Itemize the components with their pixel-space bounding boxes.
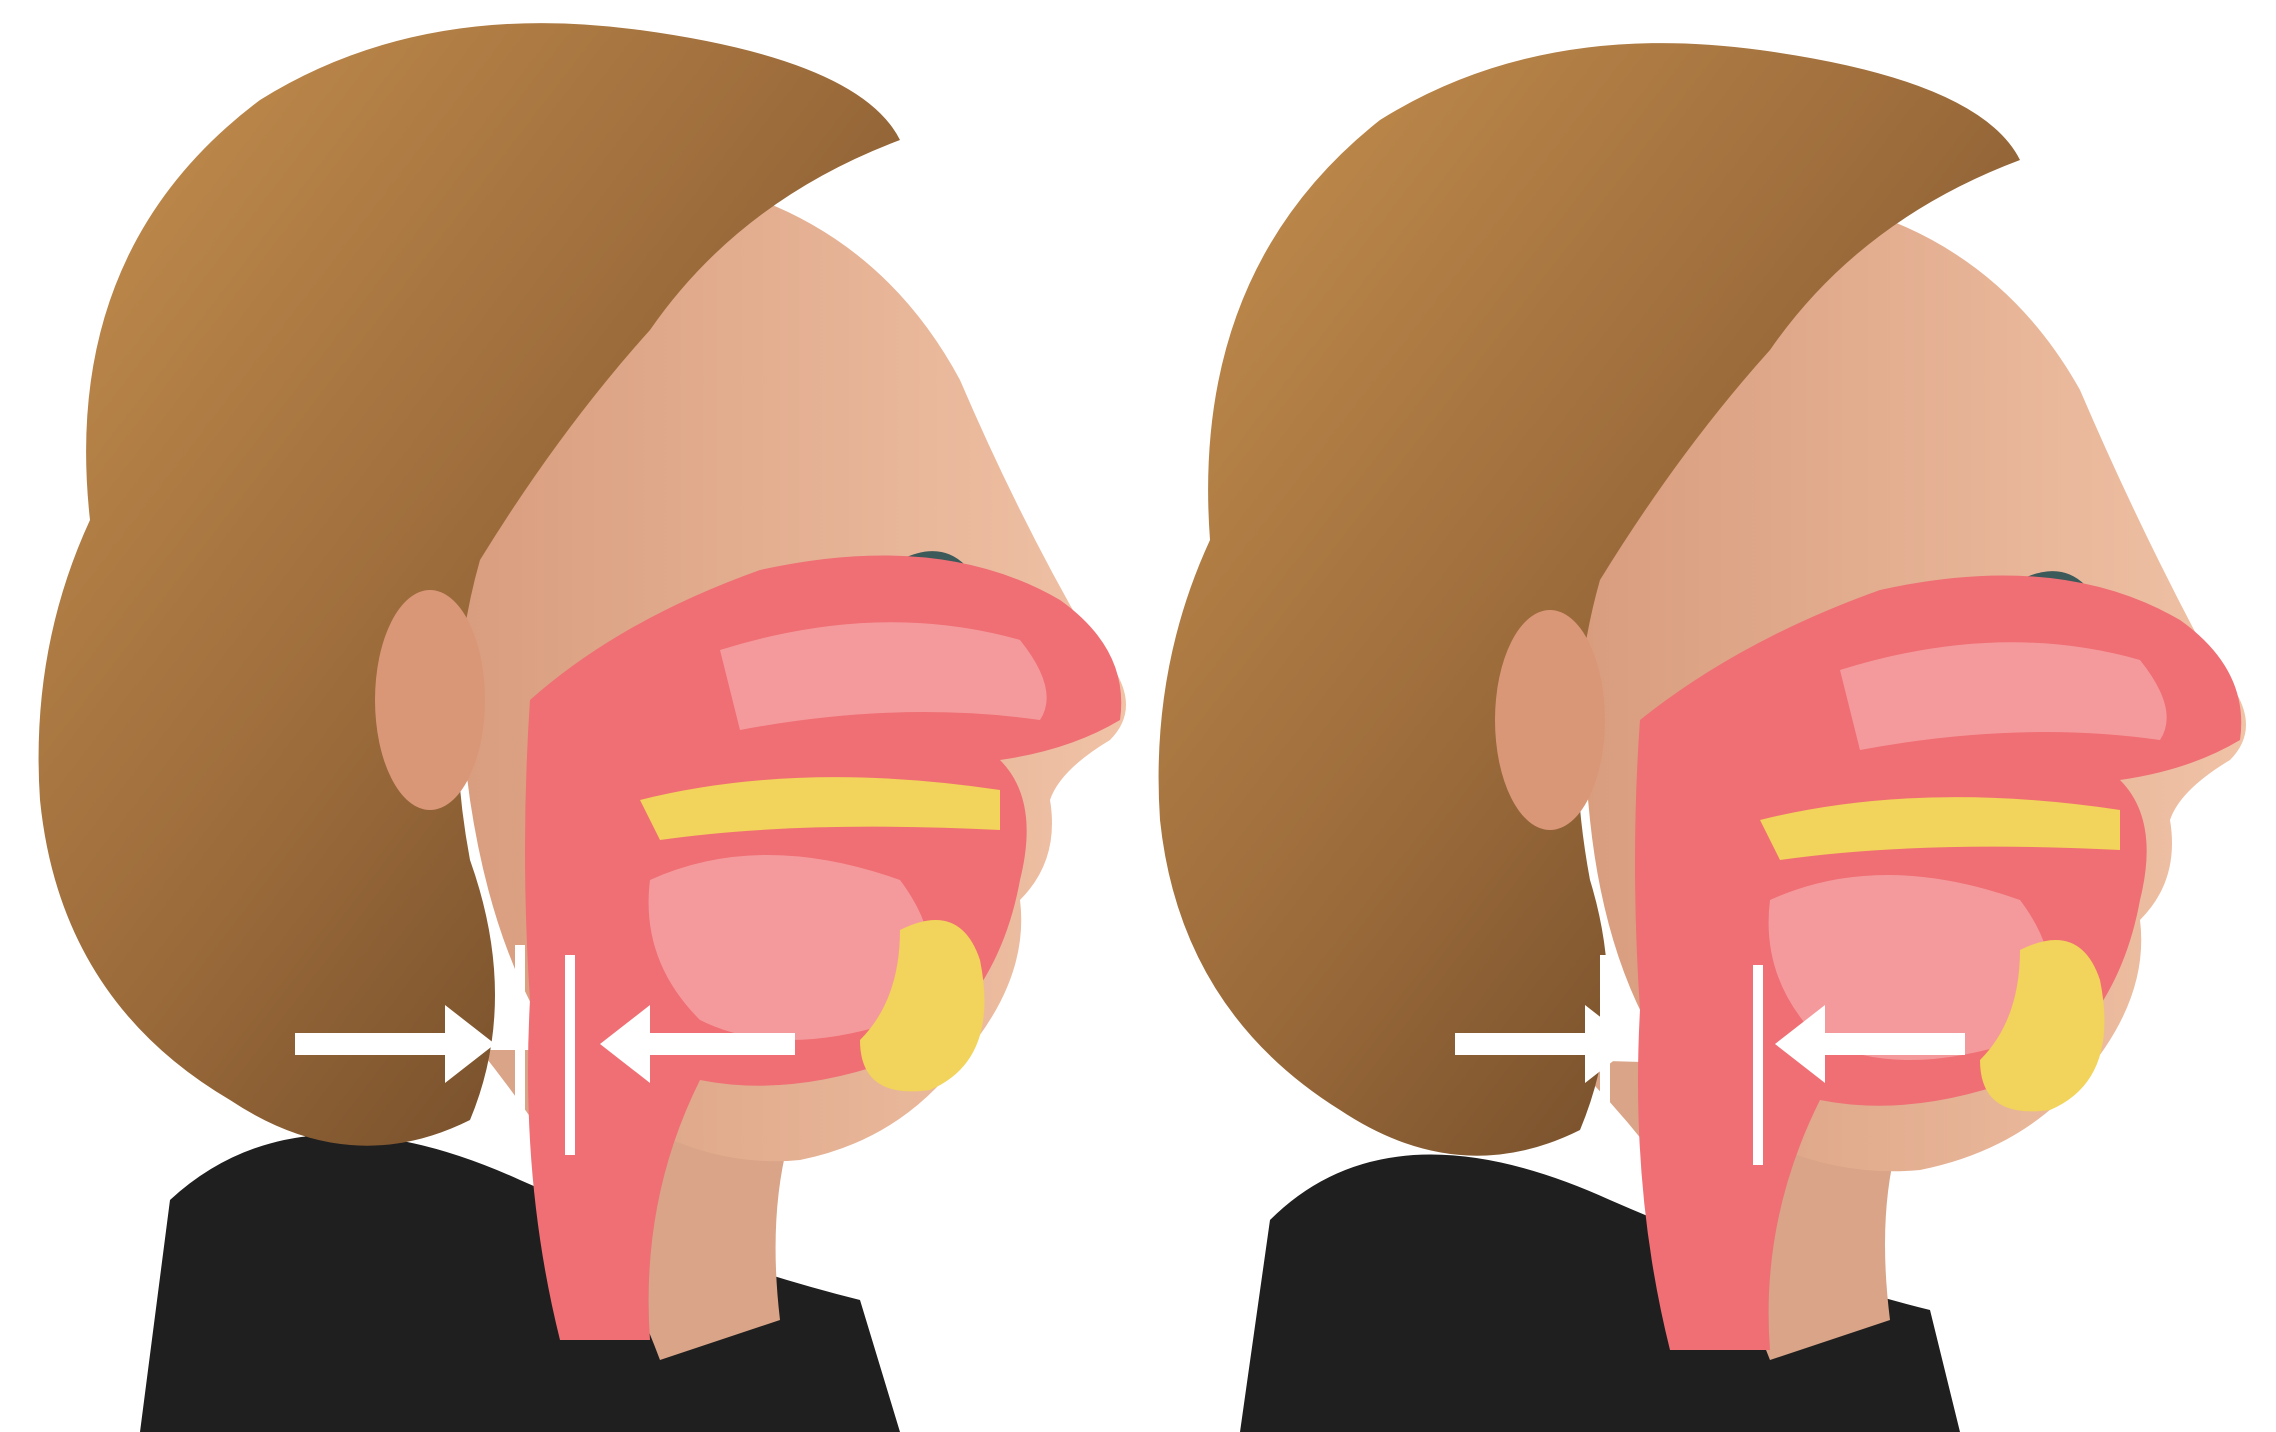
ear (1495, 610, 1605, 830)
airway-wall-right (1753, 965, 1763, 1165)
collar (140, 1135, 900, 1432)
airway-wall-right (565, 955, 575, 1155)
airway-wall-left (515, 945, 525, 1145)
ear (375, 590, 485, 810)
left-head-illustration (0, 0, 1150, 1432)
right-head-panel (1150, 0, 2276, 1432)
right-head-illustration (1150, 0, 2276, 1432)
left-head-panel (0, 0, 1150, 1432)
